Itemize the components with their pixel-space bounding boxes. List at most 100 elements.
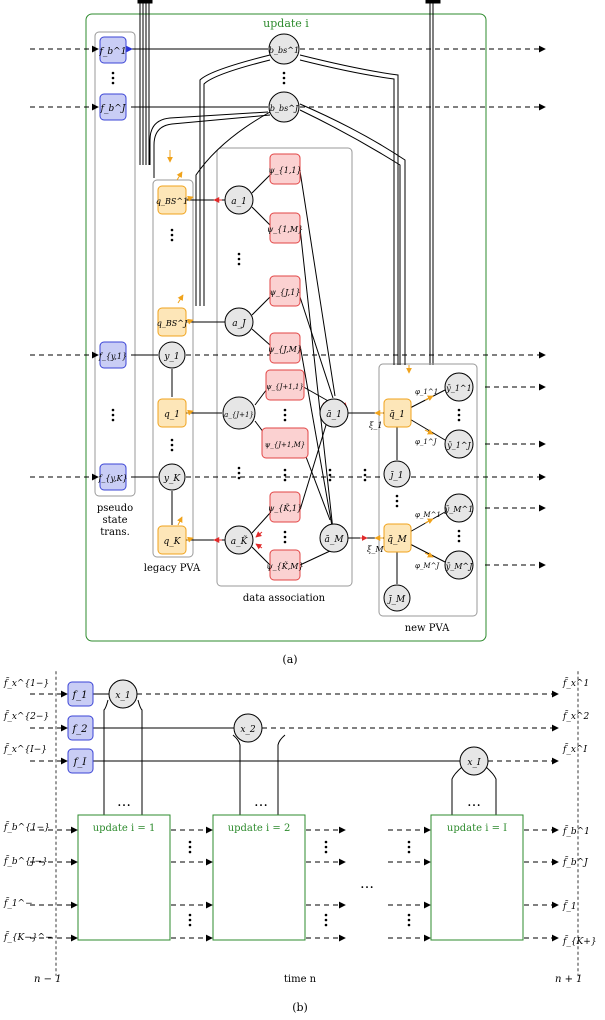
ellipsis-dots-a [111,71,461,544]
svg-text:update i = 2: update i = 2 [228,823,291,834]
svg-text:f_b^J: f_b^J [100,104,127,114]
svg-text:q_1: q_1 [164,410,180,420]
pseudo-label-2: state [102,515,127,526]
update-box-2: update i = 2 [212,814,306,941]
svg-text:a_J: a_J [232,319,247,329]
svg-text:ȳ_M^1: ȳ_M^1 [444,505,474,514]
input-bottom-4: f̃_{K−}^− [3,931,53,943]
top-thick-bars [137,0,441,365]
svg-text:q_BS^J: q_BS^J [157,319,188,328]
var-ybarM1: ȳ_M^1 [444,493,474,523]
var-jbar1: j̄_1 [383,460,411,488]
factor-f1: f_1 [67,681,94,707]
svg-text:x_1: x_1 [115,691,130,701]
svg-text:j̄_1: j̄_1 [388,471,403,481]
svg-text:ȳ_M^J: ȳ_M^J [445,562,473,571]
var-abarM: ā_M [319,523,349,553]
svg-text:f_b^1: f_b^1 [99,47,127,57]
input-bottom-3: f̃_1^− [3,897,33,909]
output-bottom-1: f̃_b^1 [562,825,590,837]
svg-text:j̄_M: j̄_M [387,595,406,605]
update-box [85,13,487,642]
svg-text:ψ_{1,1}: ψ_{1,1} [268,166,301,175]
output-bottom-2: f̃_b^J [562,856,589,868]
var-y1: y_1 [158,341,186,369]
svg-text:ψ_{K̃,M}: ψ_{K̃,M} [266,562,303,571]
svg-text:a_{J+1}: a_{J+1} [224,411,254,419]
label-phi1J: φ_1^J [415,438,438,446]
svg-text:q_BS^1: q_BS^1 [156,197,188,206]
factor-psiJM: ψ_{J,M} [268,332,302,364]
svg-text:update i = I: update i = I [447,823,507,834]
factor-fI: f_I [67,748,94,774]
svg-text:f_{y,1}: f_{y,1} [98,352,127,361]
caption-b: (b) [292,1001,308,1014]
ellipsis-xI: … [467,794,481,810]
new-pva-box [378,363,478,617]
ellipsis-dots-b [188,840,411,927]
svg-text:ȳ_1^J: ȳ_1^J [446,441,471,450]
output-top-2: f̃_x^2 [562,710,589,722]
svg-text:update i = 1: update i = 1 [93,823,156,834]
factor-psi1M: ψ_{1,M} [267,212,303,244]
factor-fyK: f_{y,K} [97,463,128,491]
output-top-3: f̃_x^I [562,743,587,755]
var-aJ1: a_{J+1} [222,396,256,430]
svg-text:ψ_{1,M}: ψ_{1,M} [267,225,303,234]
svg-text:f_I: f_I [73,757,88,768]
factor-f2: f_2 [67,715,94,741]
factor-qbarM: q̄_M [383,523,412,553]
svg-text:b_bs^1: b_bs^1 [269,46,299,55]
factor-qbs1: q_BS^1 [156,185,188,215]
input-bottom-1: f̃_b^{1−} [3,821,50,833]
var-a1: a_1 [224,185,254,215]
label-phi11: φ_1^1 [415,388,438,396]
svg-text:ā_M: ā_M [324,535,344,545]
input-top-2: f̃_x^{2−} [3,710,49,722]
time-mid: time n [284,974,317,985]
svg-text:ψ_{K̃,1}: ψ_{K̃,1} [268,504,302,513]
ellipsis-x1: … [117,794,131,810]
svg-text:x_I: x_I [467,758,481,768]
pseudo-state-box [94,31,136,497]
data-association-box [216,147,353,587]
update-title: update i [263,17,309,30]
time-left: n − 1 [34,974,62,985]
panel-b: f̃_x^{1−} f̃_x^{2−} f̃_x^{I−} f̃_x^1 f̃_… [3,671,597,1014]
factor-psiJ1M: ψ_{J+1,M} [261,427,309,459]
update-box-I: update i = I [430,814,524,941]
svg-text:y_1: y_1 [163,352,179,362]
svg-text:ψ_{J+1,M}: ψ_{J+1,M} [265,441,305,449]
var-yK: y_K [158,463,186,491]
var-jbarM: j̄_M [383,584,411,612]
factor-fy1: f_{y,1} [98,341,127,369]
var-aJ: a_J [224,307,254,337]
data-association-label: data association [243,593,326,604]
svg-text:ψ_{J+1,1}: ψ_{J+1,1} [266,383,304,391]
factor-psiK1: ψ_{K̃,1} [268,491,302,523]
state-x1: x_1 [103,679,143,815]
svg-text:a_K̃: a_K̃ [231,535,249,547]
svg-text:f_1: f_1 [71,690,87,701]
label-phiMJ: φ_M^J [415,562,440,570]
input-top-3: f̃_x^{I−} [3,743,47,755]
factor-qbar1: q̄_1 [383,398,412,428]
ellipsis-x2: … [254,794,268,810]
input-top-1: f̃_x^{1−} [3,677,49,689]
var-abar1: ā_1 [319,398,349,428]
label-phiM1: φ_M^1 [415,511,441,519]
svg-text:q̄_1: q̄_1 [389,410,405,420]
var-bbs1: b_bs^1 [268,33,300,65]
flow-lines-a [30,45,546,569]
factor-fb1: f_b^1 [99,36,127,64]
panel-a: update i pseudo state trans. legacy PVA … [30,0,546,666]
legacy-pva-box [152,179,194,558]
var-aK: a_K̃ [224,525,254,555]
svg-text:q_K: q_K [164,537,182,547]
time-right: n + 1 [555,974,583,985]
new-pva-label: new PVA [405,623,450,634]
svg-text:f_2: f_2 [71,724,87,735]
svg-text:ψ_{J,1}: ψ_{J,1} [270,288,301,297]
legacy-pva-label: legacy PVA [144,563,201,574]
